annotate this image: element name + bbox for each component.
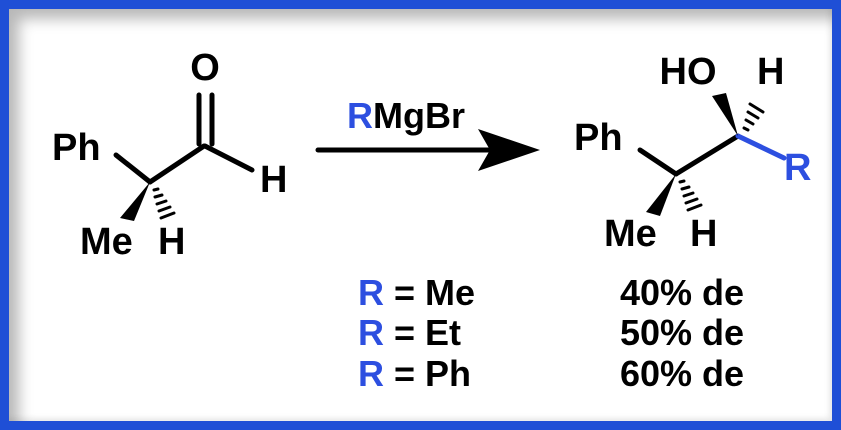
- product-methyl: Me: [604, 213, 657, 255]
- product-hydroxyl: HO: [660, 51, 717, 93]
- product-structure: HO H Ph R Me H: [574, 51, 811, 255]
- result-r-label: R: [358, 353, 384, 394]
- product-carbinol-h: H: [757, 51, 784, 93]
- result-selectivity-me: 40% de: [620, 272, 744, 313]
- reactant-hash-h: [152, 187, 176, 220]
- product-bond-c-c: [673, 133, 741, 177]
- product-hash-h-top: [742, 102, 765, 132]
- product-wedge-me: [646, 174, 676, 216]
- product-hash-h-bottom: [678, 179, 703, 212]
- result-r-label: R: [358, 312, 384, 353]
- product-stereo-h: H: [690, 213, 717, 255]
- reactant-wedge-me: [120, 182, 150, 221]
- product-bond-ph-c: [637, 147, 679, 177]
- result-row-ph: R = Ph: [358, 353, 471, 394]
- reagent-mgbr: MgBr: [373, 95, 465, 136]
- result-substituent: = Et: [384, 312, 461, 353]
- result-selectivity-ph: 60% de: [620, 353, 744, 394]
- reactant-phenyl: Ph: [52, 127, 101, 169]
- arrow-head: [478, 129, 540, 171]
- reagent-r: R: [347, 95, 373, 136]
- reactant-aldehyde-h: H: [260, 159, 287, 201]
- reactant-oxygen: O: [190, 47, 220, 89]
- result-selectivity-et: 50% de: [620, 312, 744, 353]
- reactant-bond-c-h: [202, 143, 255, 173]
- reactant-methyl: Me: [80, 221, 133, 263]
- product-wedge-oh: [712, 93, 738, 136]
- product-bond-c-r: [735, 133, 787, 161]
- result-row-me: R = Me: [358, 272, 475, 313]
- reactant-bond-c-cho: [147, 143, 207, 185]
- result-substituent: = Ph: [384, 353, 471, 394]
- reactant-bond-ph-c: [113, 152, 153, 185]
- reaction-arrow: [315, 129, 540, 171]
- reagent-label: RMgBr: [347, 95, 465, 136]
- product-r-group: R: [784, 147, 811, 189]
- result-r-label: R: [358, 272, 384, 313]
- reactant-structure: O Ph H Me H: [52, 47, 287, 263]
- result-substituent: = Me: [384, 272, 475, 313]
- result-row-et: R = Et: [358, 312, 461, 353]
- reactant-stereo-h: H: [158, 221, 185, 263]
- product-phenyl: Ph: [574, 117, 623, 159]
- results-table: R = Me 40% de R = Et 50% de R = Ph 60% d…: [358, 272, 744, 394]
